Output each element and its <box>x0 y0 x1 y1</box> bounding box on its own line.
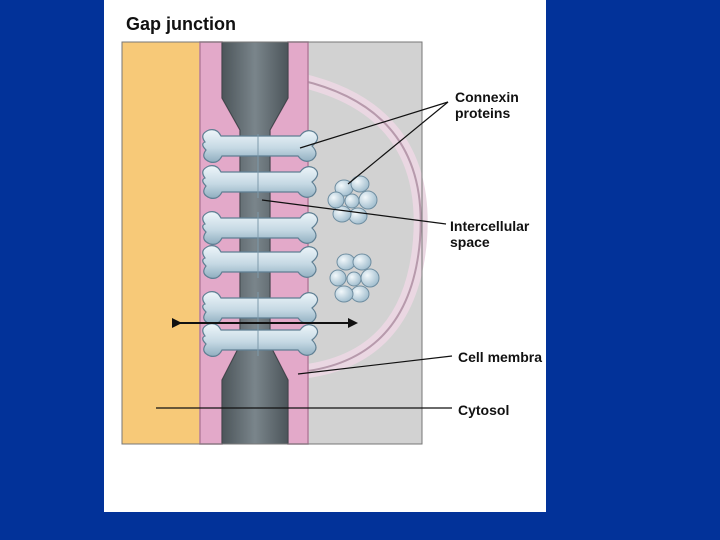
intercellular-label: Intercellular <box>450 218 530 234</box>
intercellular-label-line2: space <box>450 234 490 250</box>
slide-panel: Gap junction <box>104 0 546 512</box>
gap-junction-diagram: Gap junction <box>104 0 546 512</box>
cell-membrane-label: Cell membra <box>458 349 542 365</box>
diagram-title: Gap junction <box>126 14 236 34</box>
connexin-label-line2: proteins <box>455 105 510 121</box>
left-cell-cytosol <box>122 42 212 444</box>
connexin-label: Connexin <box>455 89 519 105</box>
cytosol-label: Cytosol <box>458 402 509 418</box>
